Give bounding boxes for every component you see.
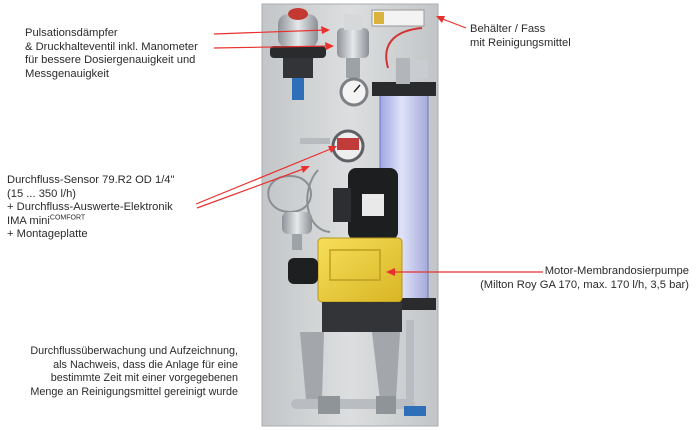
type-plate-sticker	[371, 9, 425, 27]
label-dosing-pump: Motor-Membrandosierpumpe (Milton Roy GA …	[433, 265, 689, 292]
label-tank: Behälter / Fass mit Reinigungsmittel	[470, 23, 571, 50]
label-line: Menge an Reinigungsmittel gereinigt wurd…	[30, 385, 238, 398]
label-line: + Durchfluss-Auswerte-Elektronik	[7, 201, 173, 214]
label-line: Behälter / Fass	[470, 23, 546, 35]
label-line: Pulsationsdämpfer	[25, 27, 118, 39]
label-monitoring: Durchflussüberwachung und Aufzeichnung, …	[13, 345, 238, 399]
arrow-sensor	[195, 147, 334, 205]
pulsation-damper	[270, 8, 326, 100]
label-line: (Milton Roy GA 170, max. 170 l/h, 3,5 ba…	[480, 278, 689, 291]
label-line: mit Reinigungsmittel	[470, 36, 571, 49]
label-line: (15 ... 350 l/h)	[7, 187, 77, 200]
label-line: für bessere Dosiergenauigkeit und	[25, 54, 196, 67]
label-text: IMA mini	[7, 214, 50, 227]
arrow-tank	[439, 17, 467, 29]
annotation-arrows	[195, 16, 543, 276]
label-line: + Montageplatte	[7, 228, 88, 241]
label-line: bestimmte Zeit mit einer vorgegebenen	[50, 372, 238, 385]
label-line: IMA miniCOMFORT	[7, 214, 175, 229]
label-line: Durchfluss-Sensor 79.R2 OD 1/4"	[7, 174, 175, 186]
label-line: Messgenauigkeit	[25, 67, 109, 80]
label-flow-sensor: Durchfluss-Sensor 79.R2 OD 1/4" (15 ... …	[7, 174, 175, 242]
pump-motor	[333, 168, 398, 240]
bottom-piping	[291, 320, 426, 416]
pressure-holding-valve	[337, 14, 369, 78]
manometer	[339, 77, 369, 107]
label-line: als Nachweis, dass die Anlage für eine	[53, 358, 238, 371]
arrow-valve	[213, 45, 331, 49]
label-line: Durchflussüberwachung und Aufzeichnung,	[30, 345, 238, 357]
arrow-electronics	[196, 167, 307, 209]
label-line: Motor-Membrandosierpumpe	[544, 265, 689, 277]
dosing-pump	[288, 237, 403, 332]
label-pulsation-damper: Pulsationsdämpfer & Druckhalteventil ink…	[25, 27, 198, 81]
arrow-damper	[213, 29, 327, 35]
label-superscript: COMFORT	[49, 214, 86, 222]
label-line: & Druckhalteventil inkl. Manometer	[25, 40, 198, 53]
